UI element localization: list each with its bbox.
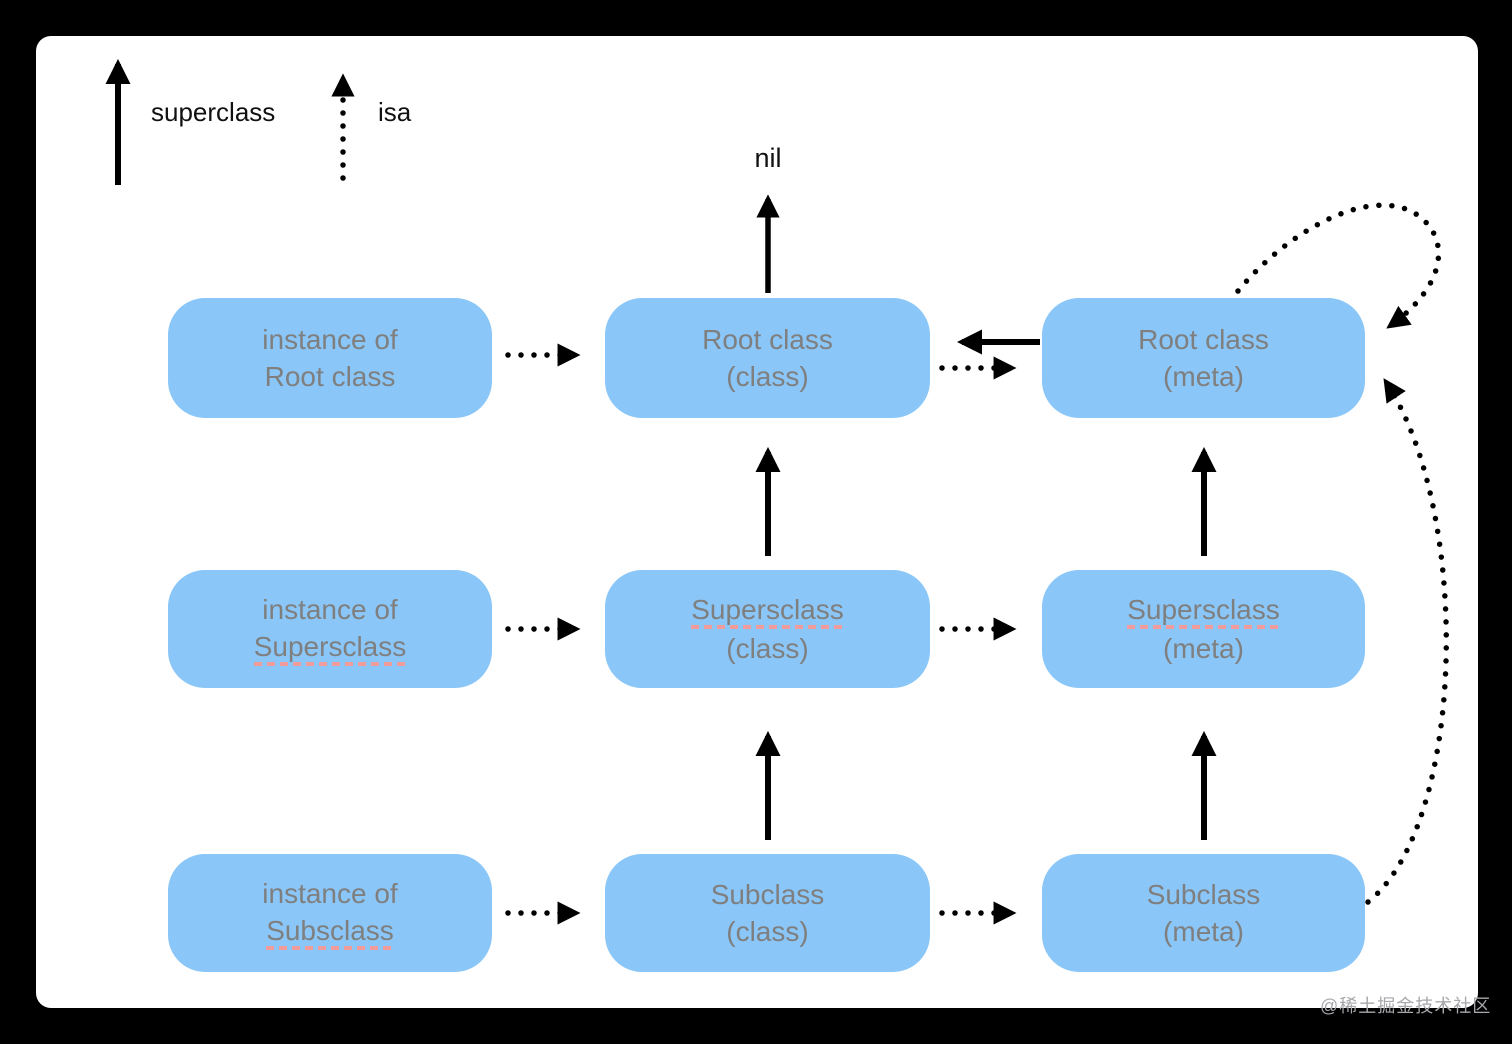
node-label-line: instance of bbox=[262, 594, 398, 625]
node-subclass-class: Subclass (class) bbox=[605, 854, 930, 972]
node-label-line-misspelled: Supersclass bbox=[1127, 591, 1280, 630]
node-label-line-misspelled: Supersclass bbox=[253, 628, 407, 667]
nil-label: nil bbox=[754, 143, 782, 173]
node-instance-of-subsclass: instance of Subsclass bbox=[168, 854, 492, 972]
watermark: @稀土掘金技术社区 bbox=[1320, 996, 1492, 1016]
node-label-line: (meta) bbox=[1163, 916, 1244, 947]
node-label-line: Root class bbox=[264, 361, 396, 392]
node-label-line-misspelled: Subsclass bbox=[266, 912, 394, 951]
node-label-line: Subclass bbox=[710, 879, 825, 910]
node-root-class-class: Root class (class) bbox=[605, 298, 930, 418]
node-supersclass-class: Supersclass (class) bbox=[605, 570, 930, 688]
node-label-line: Root class bbox=[1138, 324, 1269, 355]
node-label-line: instance of bbox=[262, 324, 398, 355]
node-subclass-meta: Subclass (meta) bbox=[1042, 854, 1365, 972]
node-label-line: (meta) bbox=[1163, 361, 1244, 392]
node-supersclass-meta: Supersclass (meta) bbox=[1042, 570, 1365, 688]
node-root-class-meta: Root class (meta) bbox=[1042, 298, 1365, 418]
node-label-line: (class) bbox=[726, 916, 809, 947]
node-label-line: Subclass bbox=[1146, 879, 1261, 910]
node-label-line: Root class bbox=[702, 324, 833, 355]
node-label-line: (class) bbox=[726, 361, 809, 392]
legend-superclass-label: superclass bbox=[151, 97, 276, 127]
node-label-line: (class) bbox=[726, 633, 809, 664]
legend-isa-label: isa bbox=[378, 97, 412, 127]
node-label-line-misspelled: Supersclass bbox=[691, 591, 844, 630]
node-label-line: instance of bbox=[262, 878, 398, 909]
node-instance-of-root-class: instance of Root class bbox=[168, 298, 492, 418]
node-instance-of-supersclass: instance of Supersclass bbox=[168, 570, 492, 688]
node-label-line: (meta) bbox=[1163, 633, 1244, 664]
